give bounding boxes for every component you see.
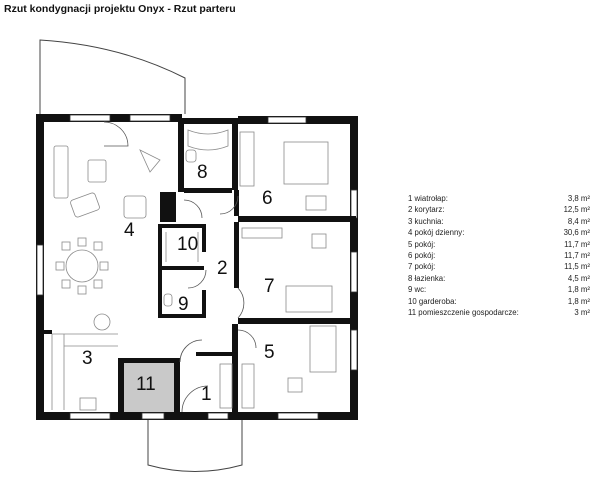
legend-row: 8 łazienka:4,5 m² <box>408 273 590 283</box>
legend-row: 7 pokój:11,5 m² <box>408 262 590 272</box>
storage-room-fill <box>124 363 174 412</box>
windows <box>36 114 358 420</box>
legend-row: 9 wc:1,8 m² <box>408 285 590 295</box>
room-legend: 1 wiatrołap:3,8 m² 2 korytarz:12,5 m² 3 … <box>408 193 590 318</box>
legend-row: 4 pokój dzienny:30,6 m² <box>408 228 590 238</box>
room-number-9: 9 <box>178 294 189 315</box>
interior-walls <box>44 122 356 414</box>
room-number-1: 1 <box>201 384 212 405</box>
legend-row: 2 korytarz:12,5 m² <box>408 205 590 215</box>
terrace-outline <box>39 39 243 472</box>
legend-row: 6 pokój:11,7 m² <box>408 250 590 260</box>
room-numbers: 1 2 3 4 5 6 7 8 9 10 11 <box>82 162 275 405</box>
room-number-8: 8 <box>197 162 208 183</box>
legend-row: 10 garderoba:1,8 m² <box>408 296 590 306</box>
legend-row: 3 kuchnia:8,4 m² <box>408 216 590 226</box>
legend-row: 1 wiatrołap:3,8 m² <box>408 194 590 203</box>
legend-row: 5 pokój:11,7 m² <box>408 239 590 249</box>
door-swings <box>103 121 257 413</box>
room-number-3: 3 <box>82 348 93 369</box>
room-number-4: 4 <box>124 220 135 241</box>
furniture <box>51 129 337 411</box>
legend-row: 11 pomieszczenie gospodarcze:3 m² <box>408 307 590 317</box>
room-number-10: 10 <box>177 234 198 255</box>
room-number-5: 5 <box>264 342 275 363</box>
room-number-7: 7 <box>264 276 275 297</box>
page-title: Rzut kondygnacji projektu Onyx - Rzut pa… <box>4 3 236 15</box>
room-number-6: 6 <box>262 188 273 209</box>
room-number-2: 2 <box>217 258 228 279</box>
room-number-11: 11 <box>136 374 156 395</box>
